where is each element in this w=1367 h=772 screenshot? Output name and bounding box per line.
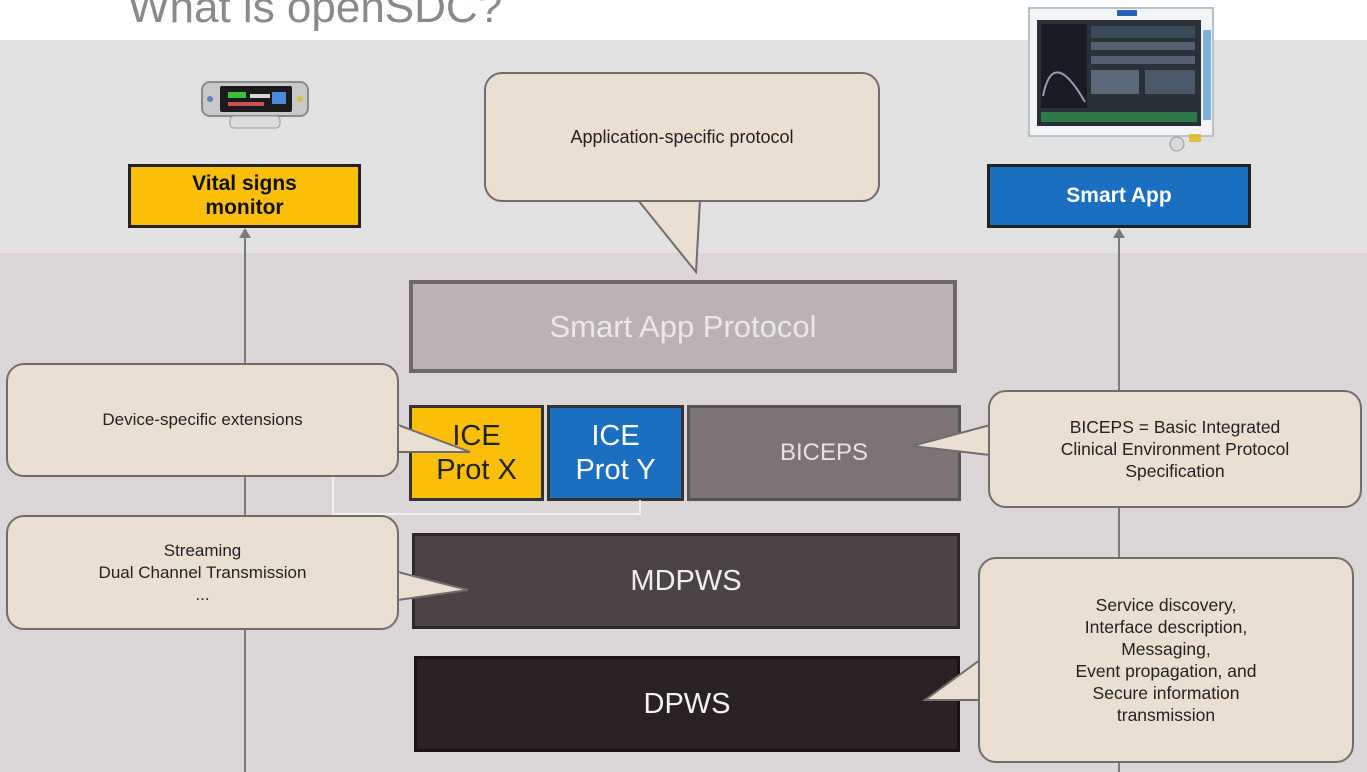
smart-app-label: Smart App	[987, 164, 1251, 228]
ice-prot-x-layer: ICE Prot X	[409, 405, 544, 501]
dpws-layer: DPWS	[414, 656, 960, 752]
smart-app-arrowhead	[1113, 228, 1125, 238]
device-specific-callout: Device-specific extensions	[6, 363, 399, 477]
vitals-arrowhead	[239, 228, 251, 238]
smart-app-protocol-layer: Smart App Protocol	[409, 280, 957, 373]
vital-signs-monitor-label: Vital signs monitor	[128, 164, 361, 228]
page-title: What is openSDC?	[128, 0, 503, 32]
smart-app-device-icon	[1027, 6, 1217, 152]
biceps-layer: BICEPS	[687, 405, 961, 501]
mdpws-layer: MDPWS	[412, 533, 960, 629]
streaming-callout: Streaming Dual Channel Transmission ...	[6, 515, 399, 630]
vitals-connection-line	[244, 236, 246, 772]
biceps-definition-callout: BICEPS = Basic Integrated Clinical Envir…	[988, 390, 1362, 508]
vital-signs-monitor-icon	[200, 72, 310, 132]
application-specific-callout: Application-specific protocol	[484, 72, 880, 202]
services-callout: Service discovery, Interface description…	[978, 557, 1354, 763]
ice-prot-y-layer: ICE Prot Y	[547, 405, 684, 501]
